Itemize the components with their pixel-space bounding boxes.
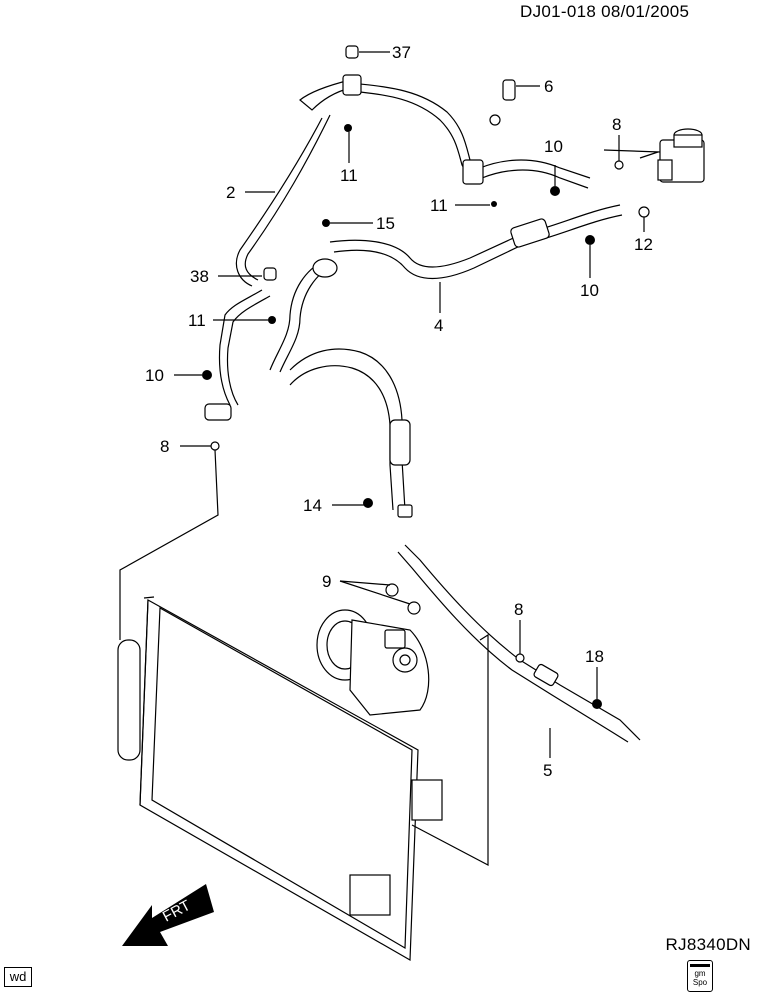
seal-6 bbox=[489, 114, 501, 126]
nut-11b bbox=[491, 201, 497, 207]
callout-12: 12 bbox=[634, 235, 653, 254]
upper-hose bbox=[342, 74, 591, 189]
cap-37 bbox=[345, 45, 359, 59]
callout-8: 8 bbox=[160, 437, 169, 456]
bracket-lower bbox=[349, 874, 391, 916]
callout-8: 8 bbox=[612, 115, 621, 134]
service-port bbox=[342, 74, 362, 96]
bolt-14 bbox=[363, 498, 373, 508]
gm-spo-logo-text: gm Spo bbox=[692, 969, 708, 987]
callout-14: 14 bbox=[303, 496, 322, 515]
oring-8b bbox=[210, 441, 220, 451]
callout-15: 15 bbox=[376, 214, 395, 233]
nut-10c bbox=[202, 370, 212, 380]
block-fitting bbox=[462, 159, 484, 185]
callout-11: 11 bbox=[340, 166, 358, 185]
nut-11c bbox=[268, 316, 276, 324]
bolt-15 bbox=[322, 219, 330, 227]
callout-8: 8 bbox=[514, 600, 523, 619]
oring-12 bbox=[638, 206, 650, 218]
nut-11a bbox=[344, 124, 352, 132]
receiver-drier bbox=[117, 639, 141, 761]
drawing-code: RJ8340DN bbox=[665, 935, 751, 954]
callout-10: 10 bbox=[145, 366, 164, 385]
callout-18: 18 bbox=[585, 647, 604, 666]
suction-hose bbox=[289, 348, 413, 518]
callout-9: 9 bbox=[322, 572, 331, 591]
muffler bbox=[510, 218, 550, 248]
callout-labels: 37 6 11 10 8 2 11 15 12 38 10 4 11 10 8 … bbox=[145, 43, 653, 780]
seal-9b bbox=[407, 601, 421, 615]
bolt-18 bbox=[592, 699, 602, 709]
callout-5: 5 bbox=[543, 761, 552, 780]
callout-11: 11 bbox=[430, 196, 448, 215]
condenser bbox=[117, 596, 443, 962]
fitting-bracket bbox=[204, 403, 232, 421]
seal-9a bbox=[385, 583, 399, 597]
cap-38 bbox=[263, 267, 277, 281]
front-direction-arrow: FRT bbox=[122, 884, 214, 946]
wd-tag: wd bbox=[4, 967, 32, 987]
hose-2 bbox=[204, 79, 351, 421]
callout-10: 10 bbox=[580, 281, 599, 300]
hose-5 bbox=[397, 544, 641, 743]
oring-8c bbox=[515, 653, 525, 663]
callout-38: 38 bbox=[190, 267, 209, 286]
fitting-collar bbox=[312, 258, 338, 278]
compressor bbox=[316, 609, 430, 716]
expansion-valve bbox=[639, 128, 705, 183]
small-parts bbox=[202, 45, 650, 709]
nut-10b bbox=[585, 235, 595, 245]
leader-lines bbox=[174, 51, 661, 758]
callout-2: 2 bbox=[226, 183, 235, 202]
oring-8a bbox=[614, 160, 624, 170]
callout-11: 11 bbox=[188, 311, 206, 330]
gm-spo-logo: gm Spo bbox=[687, 960, 713, 992]
bracket bbox=[411, 779, 443, 821]
hose-4 bbox=[269, 204, 623, 373]
switch-6 bbox=[502, 79, 516, 101]
callout-6: 6 bbox=[544, 77, 553, 96]
header-code: DJ01-018 08/01/2005 bbox=[520, 2, 690, 21]
callout-4: 4 bbox=[434, 316, 443, 335]
nut-10a bbox=[550, 186, 560, 196]
callout-37: 37 bbox=[392, 43, 411, 62]
callout-10: 10 bbox=[544, 137, 563, 156]
